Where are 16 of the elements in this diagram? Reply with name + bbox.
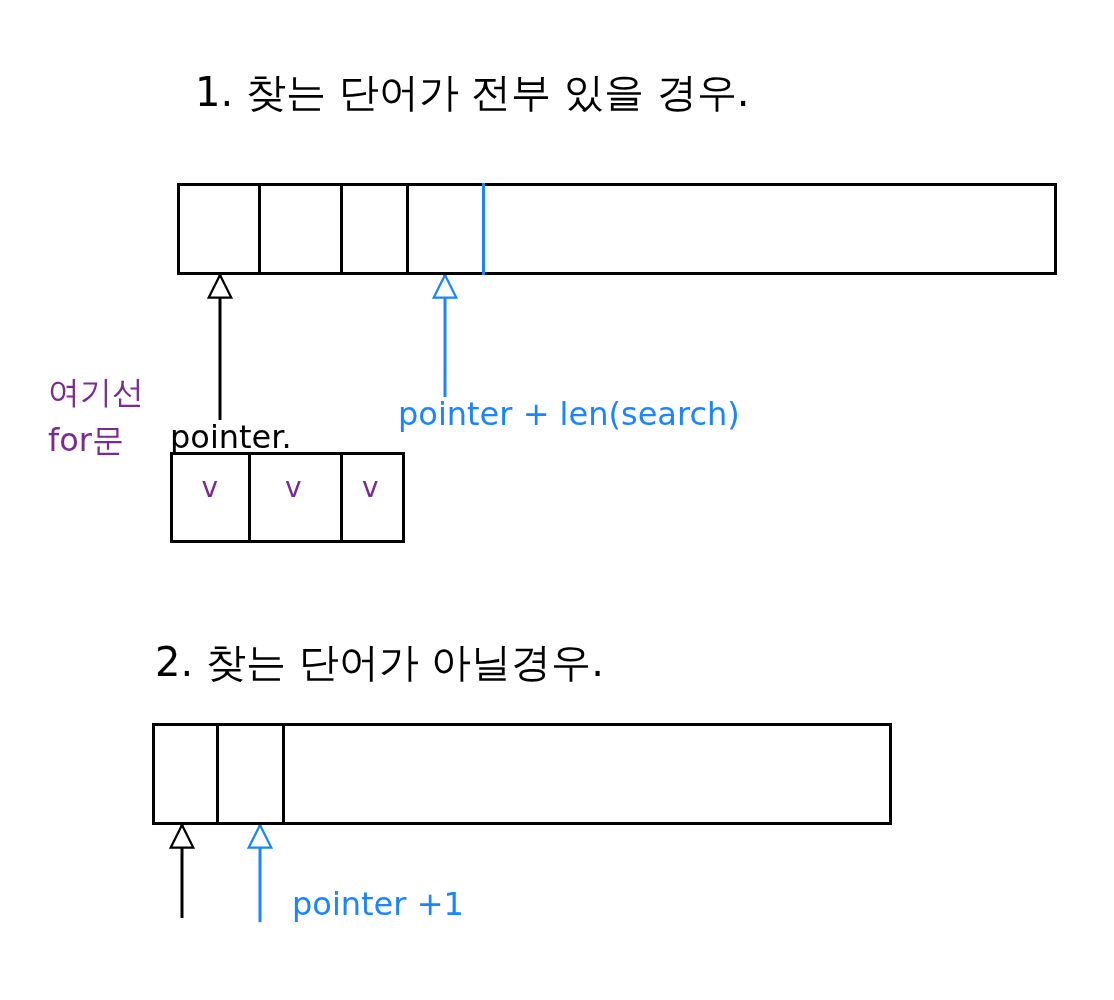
note: 여기선 for문 <box>48 372 145 461</box>
array-box <box>152 723 892 825</box>
check-mark: v <box>362 473 379 504</box>
array-box <box>177 183 1057 275</box>
pointer-label: pointer. <box>170 420 292 456</box>
arrow <box>432 273 458 397</box>
pointer-label: pointer + len(search) <box>398 397 740 433</box>
arrow <box>169 823 195 918</box>
pointer-label: pointer +1 <box>292 887 464 923</box>
heading: 1. 찾는 단어가 전부 있을 경우. <box>195 70 750 114</box>
arrow <box>247 823 273 923</box>
heading: 2. 찾는 단어가 아닐경우. <box>155 640 605 684</box>
check-mark: v <box>285 473 302 504</box>
arrow <box>207 273 233 420</box>
check-mark: v <box>201 473 219 504</box>
array-box <box>170 452 405 543</box>
